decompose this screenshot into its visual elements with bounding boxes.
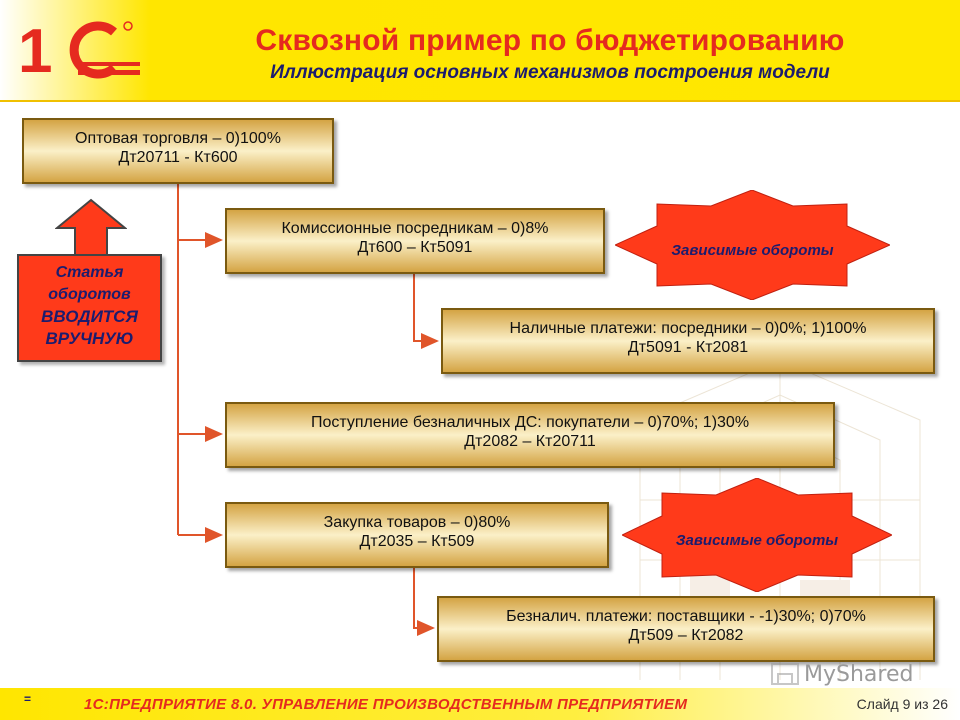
footer-product-name: 1С:ПРЕДПРИЯТИЕ 8.0. УПРАВЛЕНИЕ ПРОИЗВОДС…	[84, 696, 688, 713]
commission-box: Комиссионные посредникам – 0)8% Дт600 – …	[225, 208, 605, 274]
slide-counter: Слайд 9 из 26	[856, 696, 948, 712]
box-line-1: Закупка товаров – 0)80%	[323, 514, 511, 531]
box-line-2: Дт2082 – Кт20711	[464, 433, 596, 450]
box-line-1: Оптовая торговля – 0)100%	[75, 130, 281, 147]
box-line-2: Дт509 – Кт2082	[628, 627, 744, 644]
manual-line-4: ВРУЧНУЮ	[45, 329, 134, 348]
up-arrow-icon	[55, 198, 127, 256]
footer-band: = 1С:ПРЕДПРИЯТИЕ 8.0. УПРАВЛЕНИЕ ПРОИЗВО…	[0, 688, 960, 720]
watermark-text: MyShared	[804, 662, 914, 687]
watermark-logo-icon	[771, 663, 799, 685]
goods-purchase-box: Закупка товаров – 0)80% Дт2035 – Кт509	[225, 502, 609, 568]
box-line-2: Дт2035 – Кт509	[359, 533, 475, 550]
burst-label: Зависимые обороты	[675, 532, 839, 549]
dependent-turnover-burst: Зависимые обороты	[613, 189, 892, 301]
noncash-payments-box: Безналич. платежи: поставщики - -1)30%; …	[437, 596, 935, 662]
box-line-2: Дт20711 - Кт600	[118, 149, 238, 166]
manual-line-1: Статья	[55, 264, 124, 281]
box-line-1: Комиссионные посредникам – 0)8%	[281, 220, 549, 237]
1c-logo-icon: 1	[18, 18, 140, 82]
box-line-2: Дт600 – Кт5091	[357, 239, 473, 256]
manual-entry-note: Статья оборотов ВВОДИТСЯ ВРУЧНУЮ	[17, 254, 162, 362]
box-line-1: Наличные платежи: посредники – 0)0%; 1)1…	[509, 320, 867, 337]
cash-payments-box: Наличные платежи: посредники – 0)0%; 1)1…	[441, 308, 935, 374]
noncash-receipts-box: Поступление безналичных ДС: покупатели –…	[225, 402, 835, 468]
box-line-1: Безналич. платежи: поставщики - -1)30%; …	[506, 608, 866, 625]
box-line-2: Дт5091 - Кт2081	[627, 339, 749, 356]
wholesale-trade-box: Оптовая торговля – 0)100% Дт20711 - Кт60…	[22, 118, 334, 184]
page-title: Сквозной пример по бюджетированию	[255, 24, 845, 57]
page-subtitle: Иллюстрация основных механизмов построен…	[270, 62, 830, 83]
manual-line-2: оборотов	[48, 286, 131, 303]
manual-line-3: ВВОДИТСЯ	[41, 307, 138, 326]
header-band: 1 Сквозной пример по бюджетированию Иллю…	[0, 0, 960, 102]
svg-text:1: 1	[18, 18, 52, 82]
footer-mark: =	[24, 692, 32, 706]
box-line-1: Поступление безналичных ДС: покупатели –…	[310, 414, 750, 431]
burst-label: Зависимые обороты	[671, 242, 834, 259]
dependent-turnover-burst: Зависимые обороты	[620, 477, 894, 593]
